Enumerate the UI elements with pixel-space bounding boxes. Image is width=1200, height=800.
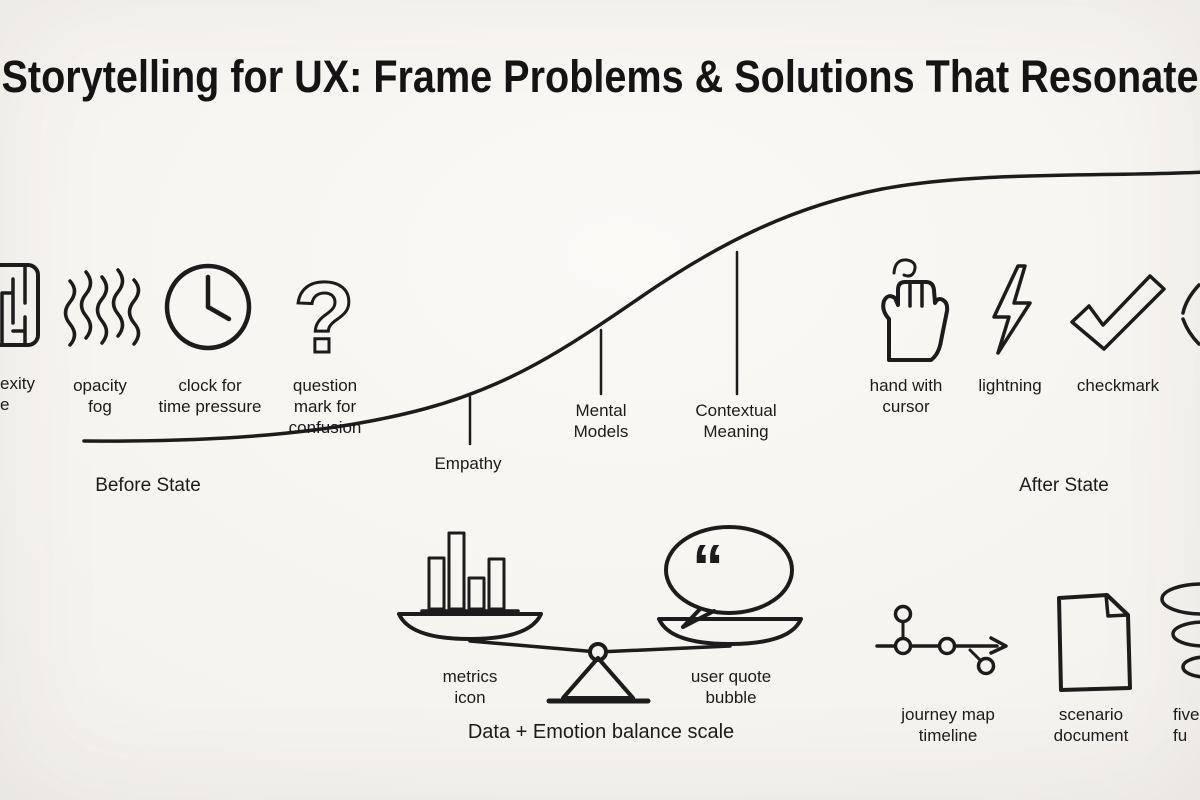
fulcrum xyxy=(561,656,635,700)
balance-scale: “ xyxy=(397,525,803,704)
funnel-label: five fu xyxy=(1173,705,1200,745)
left-pan xyxy=(397,612,543,641)
journey-map-timeline-label: journey map timeline xyxy=(901,705,995,745)
user-quote-bubble-label: user quote bubble xyxy=(690,667,772,707)
hand-cursor-label: hand with cursor xyxy=(869,376,943,416)
page-title: Storytelling for UX: Frame Problems & So… xyxy=(1,51,1199,102)
checkmark-label: checkmark xyxy=(1076,376,1160,395)
clipped-edge-icon xyxy=(1181,283,1200,346)
s-curve xyxy=(82,170,1200,446)
contextual-meaning-label: Contextual Meaning xyxy=(695,401,777,441)
after-state-label: After State xyxy=(1019,475,1109,496)
scenario-document-icon xyxy=(1057,593,1132,692)
svg-text:?: ? xyxy=(293,262,354,374)
mental-models-label: Mental Models xyxy=(573,401,629,441)
svg-text:“: “ xyxy=(692,531,724,603)
metrics-bar-chart-icon xyxy=(420,531,520,613)
question-mark-icon: ? xyxy=(292,261,356,376)
complexity-maze-label: exity e xyxy=(0,374,35,414)
metrics-icon-label: metrics icon xyxy=(442,667,498,707)
hand-cursor-icon xyxy=(881,258,950,362)
checkmark-icon xyxy=(1070,274,1166,351)
clock-icon xyxy=(164,263,252,351)
funnel-icon xyxy=(1160,582,1200,679)
empathy-label: Empathy xyxy=(434,454,502,473)
before-state-label: Before State xyxy=(95,475,201,496)
scenario-document-label: scenario document xyxy=(1053,705,1129,745)
clock-label: clock for time pressure xyxy=(158,376,262,416)
right-pan xyxy=(657,617,803,646)
balance-scale-caption: Data + Emotion balance scale xyxy=(467,721,735,743)
complexity-maze-icon xyxy=(0,263,40,347)
opacity-fog-label: opacity fog xyxy=(73,376,127,416)
journey-map-timeline-icon xyxy=(875,604,1008,676)
question-mark-label: question mark for confusion xyxy=(288,376,362,437)
opacity-fog-icon xyxy=(63,268,141,347)
user-quote-bubble-icon: “ xyxy=(664,525,794,629)
lightning-label: lightning xyxy=(978,376,1042,395)
lightning-icon xyxy=(992,264,1032,355)
